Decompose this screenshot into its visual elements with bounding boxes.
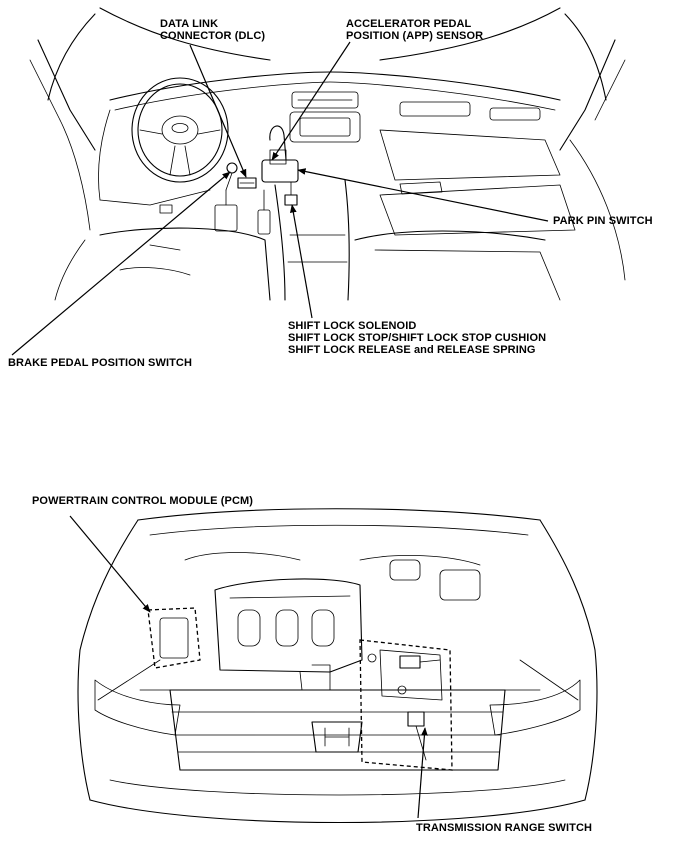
app-sensor-label: ACCELERATOR PEDAL POSITION (APP) SENSOR [346,18,483,42]
dlc-label-line-1: DATA LINK [160,18,219,30]
engine-bay-illustration [77,508,598,824]
interior-illustration [29,7,626,301]
app-sensor-label-line-2: POSITION (APP) SENSOR [346,30,484,42]
app-sensor-label-line-1: ACCELERATOR PEDAL [346,18,472,30]
shift-lock-label-line-2: SHIFT LOCK STOP/SHIFT LOCK STOP CUSHION [288,332,547,344]
engine-leaders [69,515,428,819]
transmission-range-switch-label: TRANSMISSION RANGE SWITCH [416,822,593,834]
park-pin-switch-label: PARK PIN SWITCH [553,215,653,227]
shift-lock-label: SHIFT LOCK SOLENOID SHIFT LOCK STOP/SHIF… [288,320,546,356]
dlc-label-line-2: CONNECTOR (DLC) [160,30,266,42]
shift-lock-label-line-1: SHIFT LOCK SOLENOID [288,320,417,332]
dlc-label: DATA LINK CONNECTOR (DLC) [160,18,265,42]
brake-switch-label: BRAKE PEDAL POSITION SWITCH [8,357,193,369]
interior-leaders [11,41,549,356]
pcm-label: POWERTRAIN CONTROL MODULE (PCM) [32,495,254,507]
shift-lock-label-line-3: SHIFT LOCK RELEASE and RELEASE SPRING [288,344,536,356]
